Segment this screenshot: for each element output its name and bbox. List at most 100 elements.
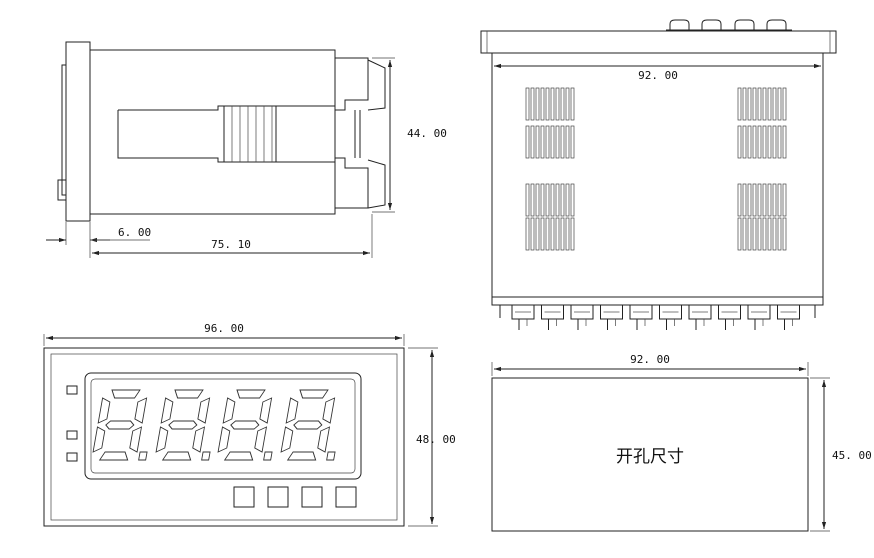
dim-side-offset: 6. 00 [118, 226, 151, 239]
dim-cutout-width: 92. 00 [630, 353, 670, 366]
terminal-screw [747, 304, 771, 320]
front-view: 96. 00 48. 00 [43, 322, 456, 527]
vent-slot [545, 183, 550, 217]
seven-segment-digit [217, 389, 273, 461]
terminal-screw [600, 304, 623, 320]
terminal-screw [777, 304, 800, 320]
vent-slot [565, 183, 570, 217]
vent-slot [540, 183, 545, 217]
vent-slot [535, 87, 540, 121]
vent-slot [525, 87, 530, 121]
seven-segment-digit [92, 389, 148, 461]
vent-slot [540, 87, 545, 121]
cutout-rect [491, 377, 809, 532]
vent-slot [742, 183, 747, 217]
vent-slot [752, 217, 757, 251]
vent-slot [530, 183, 535, 217]
vent-slot [565, 87, 570, 121]
display-window [84, 372, 362, 480]
terminal-screw [629, 304, 653, 320]
terminal-screw [511, 304, 535, 320]
vent-slot [737, 183, 742, 217]
vent-slot [777, 217, 782, 251]
side-terminal-bottom [334, 157, 369, 209]
vent-slot [777, 183, 782, 217]
vent-slot [530, 87, 535, 121]
vent-slot [570, 217, 575, 251]
terminal-row [499, 304, 816, 330]
vent-slot [550, 87, 555, 121]
vent-slot [762, 183, 767, 217]
vent-slot [767, 217, 772, 251]
vent-slot [540, 217, 545, 251]
vent-slot [782, 183, 787, 217]
vent-slot [767, 125, 772, 159]
vent-slot [555, 87, 560, 121]
vent-slot [742, 217, 747, 251]
vent-slot [782, 125, 787, 159]
vent-slot [555, 217, 560, 251]
vent-slot [762, 125, 767, 159]
vent-slot [757, 183, 762, 217]
terminal-screw [718, 304, 741, 320]
vent-slot [767, 183, 772, 217]
vent-slot [777, 87, 782, 121]
dim-side-depth: 75. 10 [211, 238, 251, 251]
clamp-ribs [231, 106, 273, 162]
indicator-led [66, 385, 78, 395]
vent-slot [530, 217, 535, 251]
vent-slot [757, 87, 762, 121]
vent-slot [737, 87, 742, 121]
vent-slot [565, 217, 570, 251]
dim-front-height: 48. 00 [416, 433, 456, 446]
vent-slot [742, 125, 747, 159]
vent-slot [535, 183, 540, 217]
seven-segment-digit [280, 389, 336, 461]
terminal-screw [688, 304, 712, 320]
vent-slot [777, 125, 782, 159]
vent-slot [540, 125, 545, 159]
vent-slot [772, 183, 777, 217]
front-panel [43, 347, 405, 527]
vent-slot [550, 125, 555, 159]
vent-slot [525, 125, 530, 159]
vent-slot [545, 125, 550, 159]
vent-slot [752, 125, 757, 159]
cutout-label: 开孔尺寸 [616, 447, 684, 467]
key-button [301, 486, 323, 508]
vent-slot [767, 87, 772, 121]
vent-slot [525, 217, 530, 251]
side-body [89, 49, 336, 215]
vent-slot [757, 217, 762, 251]
vent-slot [545, 87, 550, 121]
vent-slot [560, 217, 565, 251]
vent-slot [570, 183, 575, 217]
indicator-led [66, 452, 78, 462]
vent-slot [550, 183, 555, 217]
vent-slot [752, 87, 757, 121]
vent-slot [757, 125, 762, 159]
top-bezel [480, 30, 837, 54]
vent-slot [530, 125, 535, 159]
seven-segment-display [92, 389, 336, 461]
vent-slot [737, 125, 742, 159]
vent-slot [550, 217, 555, 251]
vent-slot [535, 125, 540, 159]
vent-slot [560, 183, 565, 217]
dim-top-width: 92. 00 [638, 69, 678, 82]
dim-front-width: 96. 00 [204, 322, 244, 335]
vent-slot [762, 87, 767, 121]
vent-slot [737, 217, 742, 251]
vent-slot [747, 217, 752, 251]
vent-slot [772, 87, 777, 121]
side-bezel [65, 41, 91, 222]
vent-slot [772, 217, 777, 251]
vent-slot [752, 183, 757, 217]
key-button [233, 486, 255, 508]
vent-slot [560, 125, 565, 159]
vent-slot [762, 217, 767, 251]
vent-slot [565, 125, 570, 159]
terminal-screw [570, 304, 594, 320]
dim-side-height: 44. 00 [407, 127, 447, 140]
